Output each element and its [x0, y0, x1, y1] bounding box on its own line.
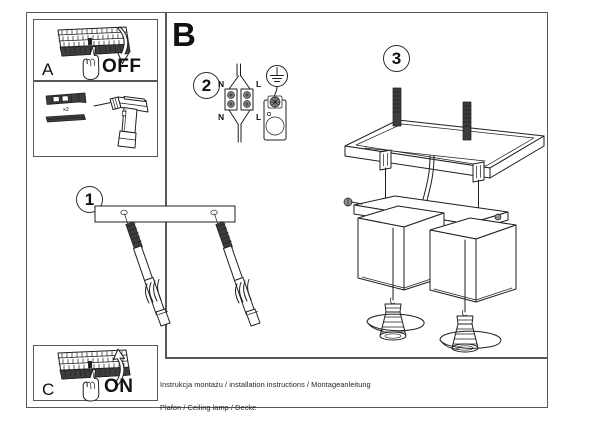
step-2-number: 2 — [193, 72, 220, 99]
caption-line-2: Plafon / Ceiling lamp / Decke — [160, 402, 257, 412]
right-screw-anchor — [214, 213, 261, 327]
caption-text: Instrukcja montażu / installation instru… — [160, 368, 371, 424]
tools-illustration: x2 — [45, 92, 149, 149]
wall-anchor-icon — [45, 92, 87, 105]
vertical-divider — [165, 12, 167, 357]
breaker-panel-off-illustration — [57, 26, 131, 80]
panel-c-breaker-on: C ON — [33, 345, 158, 402]
step-3-illustration — [343, 87, 545, 353]
panel-c-action-label: ON — [104, 376, 134, 397]
step-2-illustration: N L N L — [218, 63, 288, 143]
ceiling-plate — [344, 119, 545, 179]
anchor-quantity-label: x2 — [63, 107, 69, 113]
earth-ground-icon — [266, 65, 288, 87]
terminal-label-l-top: L — [256, 79, 261, 89]
section-b-letter: B — [172, 16, 196, 53]
breaker-panel-on-illustration — [57, 348, 131, 402]
terminal-label-n-bottom: N — [218, 112, 224, 122]
step-3-number: 3 — [383, 45, 410, 72]
ceiling-screws — [392, 87, 472, 141]
lamp-cable — [228, 109, 251, 143]
power-drill-icon — [93, 96, 149, 149]
ground-connector — [263, 95, 287, 141]
arrow-down-curved-icon — [117, 26, 130, 64]
arrow-up-curved-icon — [113, 348, 125, 386]
panel-a-action-label: OFF — [102, 56, 142, 77]
panel-a-breaker-off: A OFF — [33, 19, 158, 81]
mounting-brackets — [379, 149, 485, 226]
panel-tools: x2 — [33, 81, 158, 157]
left-screw-anchor — [124, 213, 171, 327]
terminal-block — [224, 88, 254, 111]
mounting-bar — [94, 205, 236, 223]
light-pool-illustration — [366, 313, 502, 350]
screw-icon — [45, 114, 86, 123]
spot-bulb-right — [451, 239, 479, 353]
cube-shade-right — [429, 217, 517, 303]
terminal-label-l-bottom: L — [256, 112, 261, 122]
hand-pointing-icon — [82, 369, 100, 402]
panel-a-letter: A — [42, 60, 54, 79]
step-1-illustration — [94, 205, 261, 327]
panel-c-letter: C — [42, 380, 55, 399]
terminal-label-n-top: N — [218, 79, 224, 89]
supply-cable — [228, 63, 251, 90]
hand-pointing-icon — [82, 46, 100, 80]
caption-line-1: Instrukcja montażu / installation instru… — [160, 380, 371, 390]
horizontal-divider — [165, 357, 548, 359]
